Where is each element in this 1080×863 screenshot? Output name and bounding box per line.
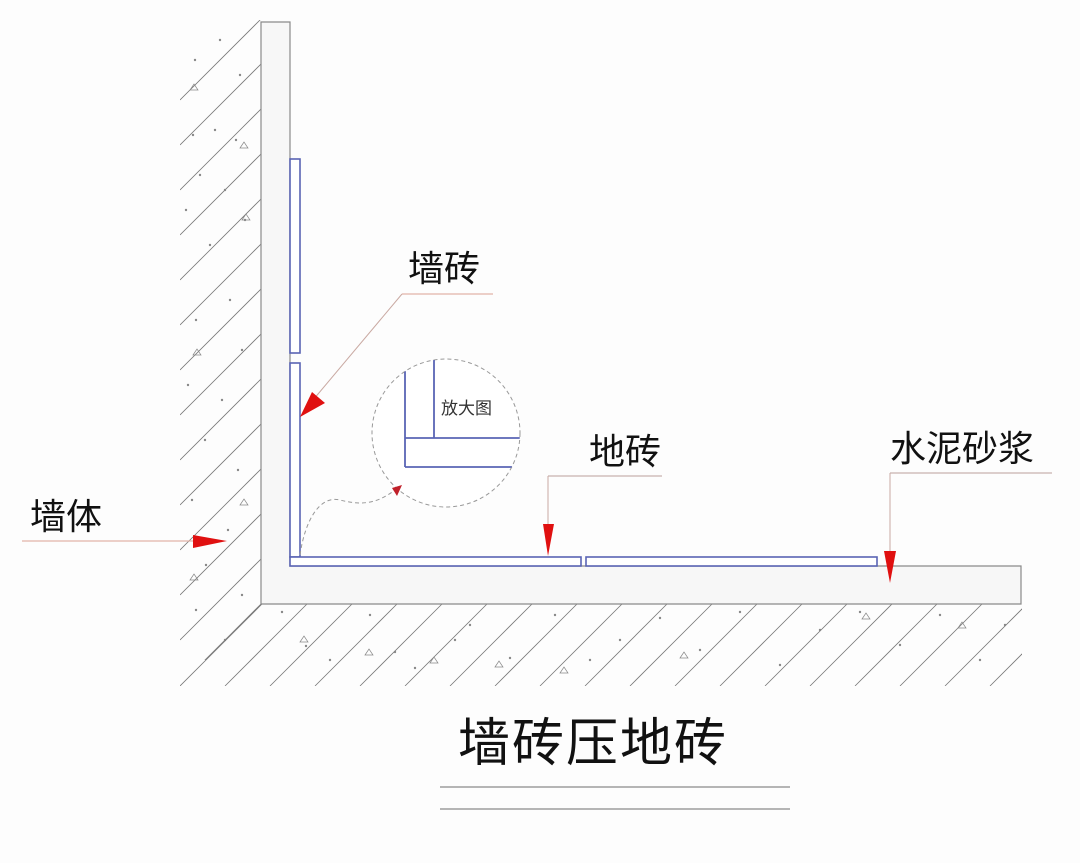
wall-body-label: 墙体 [30,497,103,538]
mortar-arrow-icon [884,551,896,583]
floor-tile-left [289,556,582,567]
magnified-detail-content [404,360,520,468]
magnify-connector-curve [299,489,396,556]
magnify-arrow-icon [392,485,402,496]
cement-mortar-layer [260,21,1022,605]
wall-tile-upper [289,158,301,354]
wall-body-hatch [180,20,262,660]
wall-body-arrow-icon [193,535,227,548]
floor-aggregate-dots [280,610,1007,674]
diagram-title: 墙砖压地砖 [458,714,729,774]
wall-tile-label: 墙砖 [408,249,481,290]
floor-tile-label: 地砖 [589,432,662,473]
mortar-label: 水泥砂浆 [890,429,1035,470]
wall-tile-lower [289,362,301,558]
magnified-detail-circle [371,358,521,508]
wall-tile-leader-line [312,293,403,401]
magnified-view-label: 放大图 [441,399,492,419]
floor-base-hatch [180,604,1022,686]
floor-tile-right [585,556,878,567]
wall-aggregate-dots [184,38,251,642]
wall-tile-arrow-icon [300,392,325,417]
floor-tile-arrow-icon [543,524,554,556]
